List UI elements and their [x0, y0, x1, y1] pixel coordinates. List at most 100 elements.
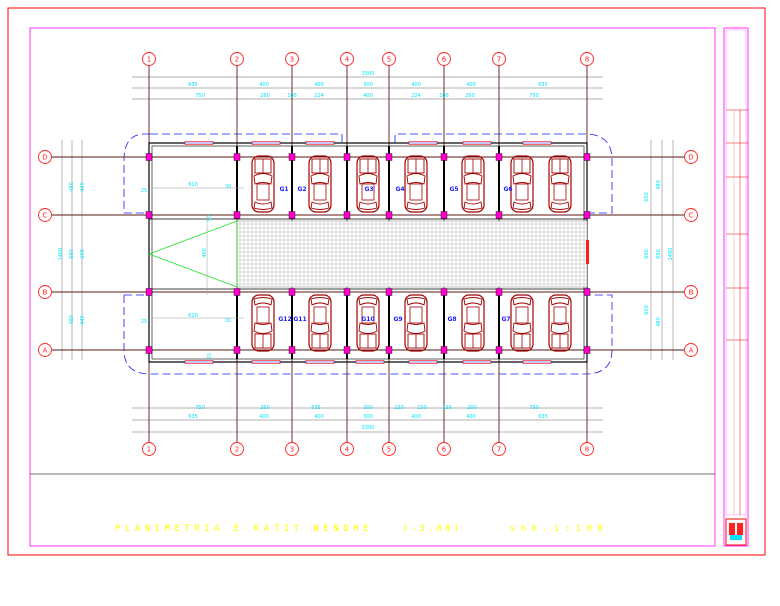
dimension-text: 445	[80, 182, 86, 192]
dimension-text: 30	[225, 318, 231, 324]
car-windshield	[253, 322, 273, 334]
axis-label-A: A	[43, 347, 48, 355]
car-icon	[356, 155, 380, 213]
car-windshield	[463, 173, 483, 185]
dimension-text: 480	[69, 315, 75, 325]
column	[343, 153, 351, 161]
axis-bubble-7	[492, 52, 506, 66]
axis-bubble-1	[142, 52, 156, 66]
dimension-text: 650	[644, 305, 650, 315]
title-block	[723, 27, 749, 547]
column	[145, 153, 153, 161]
car-icon	[251, 294, 275, 352]
column	[385, 288, 393, 296]
dimension-text: 635	[188, 414, 198, 420]
garage-label: G7	[501, 316, 510, 323]
axis-bubble-A	[38, 343, 52, 357]
car-rear	[512, 297, 532, 306]
car-icon	[251, 155, 275, 213]
car-body	[404, 155, 428, 213]
axis-bubble-D	[38, 150, 52, 164]
car-windshield	[253, 173, 273, 185]
axis-label-6: 6	[442, 56, 447, 64]
dimension-text: 400	[466, 82, 476, 88]
column	[233, 153, 241, 161]
axis-label-4: 4	[345, 56, 350, 64]
inner-frame	[29, 27, 716, 547]
car-rear	[406, 201, 426, 210]
axis-label-8: 8	[585, 446, 589, 454]
axis-bubble-2	[230, 52, 244, 66]
dimension-text: 635	[538, 414, 548, 420]
dimension-text: 610	[188, 313, 198, 319]
car-roof	[313, 183, 327, 201]
dimension-text: 300	[363, 82, 373, 88]
dimension-text: 445	[80, 315, 86, 325]
axis-label-1: 1	[147, 56, 151, 64]
axis-label-1: 1	[147, 446, 151, 454]
axis-label-2: 2	[235, 446, 239, 454]
car-windshield	[512, 322, 532, 334]
dimension-text: 260	[465, 93, 475, 99]
car-windshield	[512, 173, 532, 185]
car-icon	[461, 155, 485, 213]
column	[288, 211, 296, 219]
dimension-text: 136	[442, 405, 452, 411]
dimension-text: 260	[260, 93, 270, 99]
dimension-text: 260	[260, 405, 270, 411]
car-windshield	[358, 322, 378, 334]
dimension-text: 106	[439, 93, 449, 99]
axis-bubble-C	[38, 208, 52, 222]
column	[233, 288, 241, 296]
dimension-text: 750	[195, 93, 205, 99]
car-windshield	[406, 173, 426, 185]
dimension-text: 3300	[362, 71, 375, 77]
car-roof	[466, 306, 480, 324]
car-roof	[256, 183, 270, 201]
axis-bubble-1	[142, 442, 156, 456]
dimension-text: 300	[363, 405, 373, 411]
drawing-title: PLANIMETRIA E KATIT NENDHE	[115, 524, 373, 534]
dimension-text: 25	[141, 319, 147, 325]
dimension-text: 635	[188, 82, 198, 88]
car-rear	[358, 201, 378, 210]
garage-label: G9	[393, 316, 402, 323]
car-windshield	[406, 322, 426, 334]
car-rear	[463, 201, 483, 210]
dimension-text: 690	[656, 249, 662, 259]
axis-bubble-8	[580, 442, 594, 456]
dimension-text: 750	[529, 405, 539, 411]
drawing-level: (-3.00)	[402, 524, 462, 534]
car-body	[308, 155, 332, 213]
dimension-text: 400	[411, 414, 421, 420]
car-windshield	[358, 173, 378, 185]
dimension-text: 150	[417, 405, 427, 411]
dimension-text: 300	[363, 414, 373, 420]
dimension-text: 450	[202, 248, 208, 258]
dimension-text: 480	[656, 180, 662, 190]
dimension-text: 230	[394, 405, 404, 411]
car-icon	[461, 294, 485, 352]
axis-label-A: A	[689, 347, 694, 355]
axis-label-3: 3	[290, 56, 294, 64]
dimension-text: 750	[195, 405, 205, 411]
dashed-outline-top-left	[123, 133, 150, 214]
dimension-text: 635	[538, 82, 548, 88]
axis-bubble-3	[285, 52, 299, 66]
column	[495, 211, 503, 219]
axis-label-B: B	[689, 289, 694, 297]
car-roof	[256, 306, 270, 324]
column	[343, 211, 351, 219]
garage-label: G4	[395, 186, 404, 193]
car-icon	[548, 155, 572, 213]
column	[288, 288, 296, 296]
axis-label-D: D	[42, 154, 47, 162]
dimension-text: 25	[141, 188, 147, 194]
axis-label-D: D	[688, 154, 693, 162]
dimension-text: 1460	[58, 248, 64, 261]
column	[583, 211, 591, 219]
car-roof	[313, 306, 327, 324]
car-rear	[310, 201, 330, 210]
dimension-text: 1460	[668, 248, 674, 261]
